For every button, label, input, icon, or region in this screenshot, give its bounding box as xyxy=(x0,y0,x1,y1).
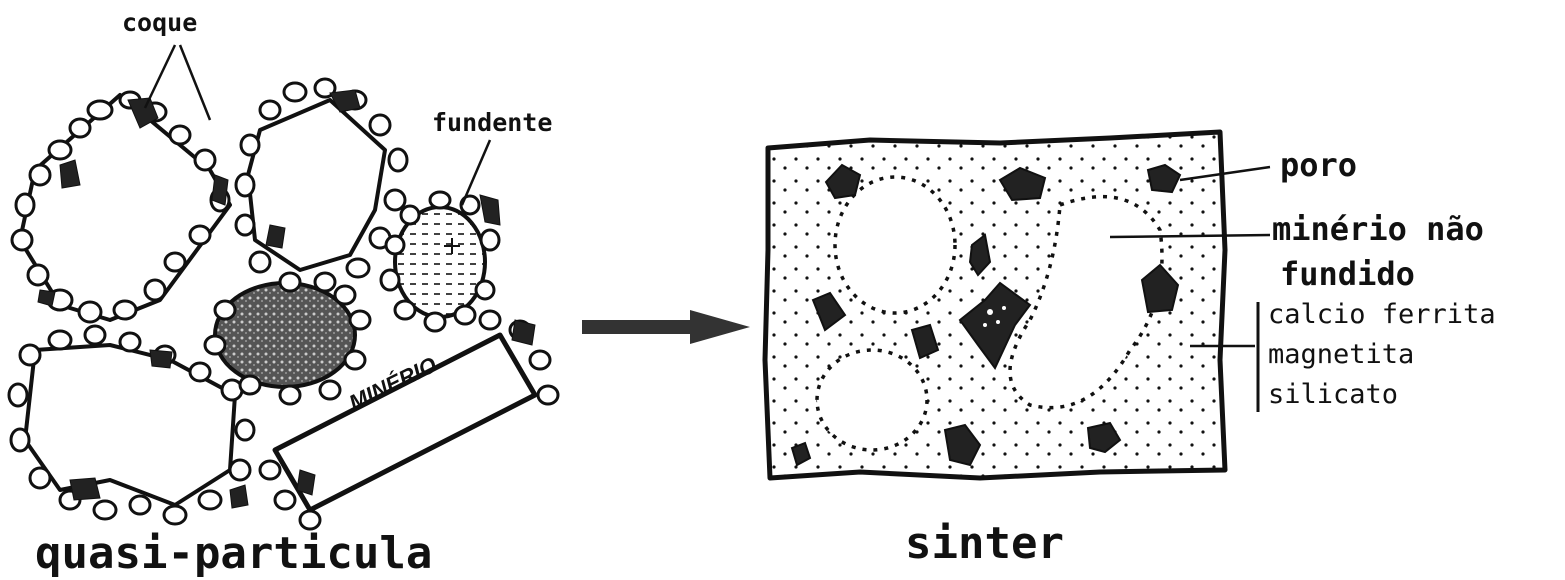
coque-label: coque xyxy=(122,8,197,37)
phase-magnetita: magnetita xyxy=(1268,339,1414,370)
unmelted-ore-region xyxy=(835,177,955,313)
phase-silicato: silicato xyxy=(1268,379,1398,410)
ore-grain-top-left xyxy=(20,95,230,320)
minerio-nao-label: minério não xyxy=(1272,210,1484,248)
coke-particle xyxy=(215,283,355,387)
fundido-label: fundido xyxy=(1280,255,1415,293)
quasi-particle-drawing xyxy=(20,95,535,510)
transformation-arrow xyxy=(582,310,750,344)
phase-calcio-ferrita: calcio ferrita xyxy=(1268,299,1496,330)
quasi-particula-caption: quasi-particula xyxy=(35,528,432,579)
fundente-label: fundente xyxy=(432,108,552,137)
poro-label: poro xyxy=(1280,146,1357,184)
sinter-drawing xyxy=(765,132,1225,478)
sinter-caption: sinter xyxy=(905,518,1064,569)
fundente-pointer-line xyxy=(462,140,490,205)
unmelted-ore-region xyxy=(817,350,927,450)
